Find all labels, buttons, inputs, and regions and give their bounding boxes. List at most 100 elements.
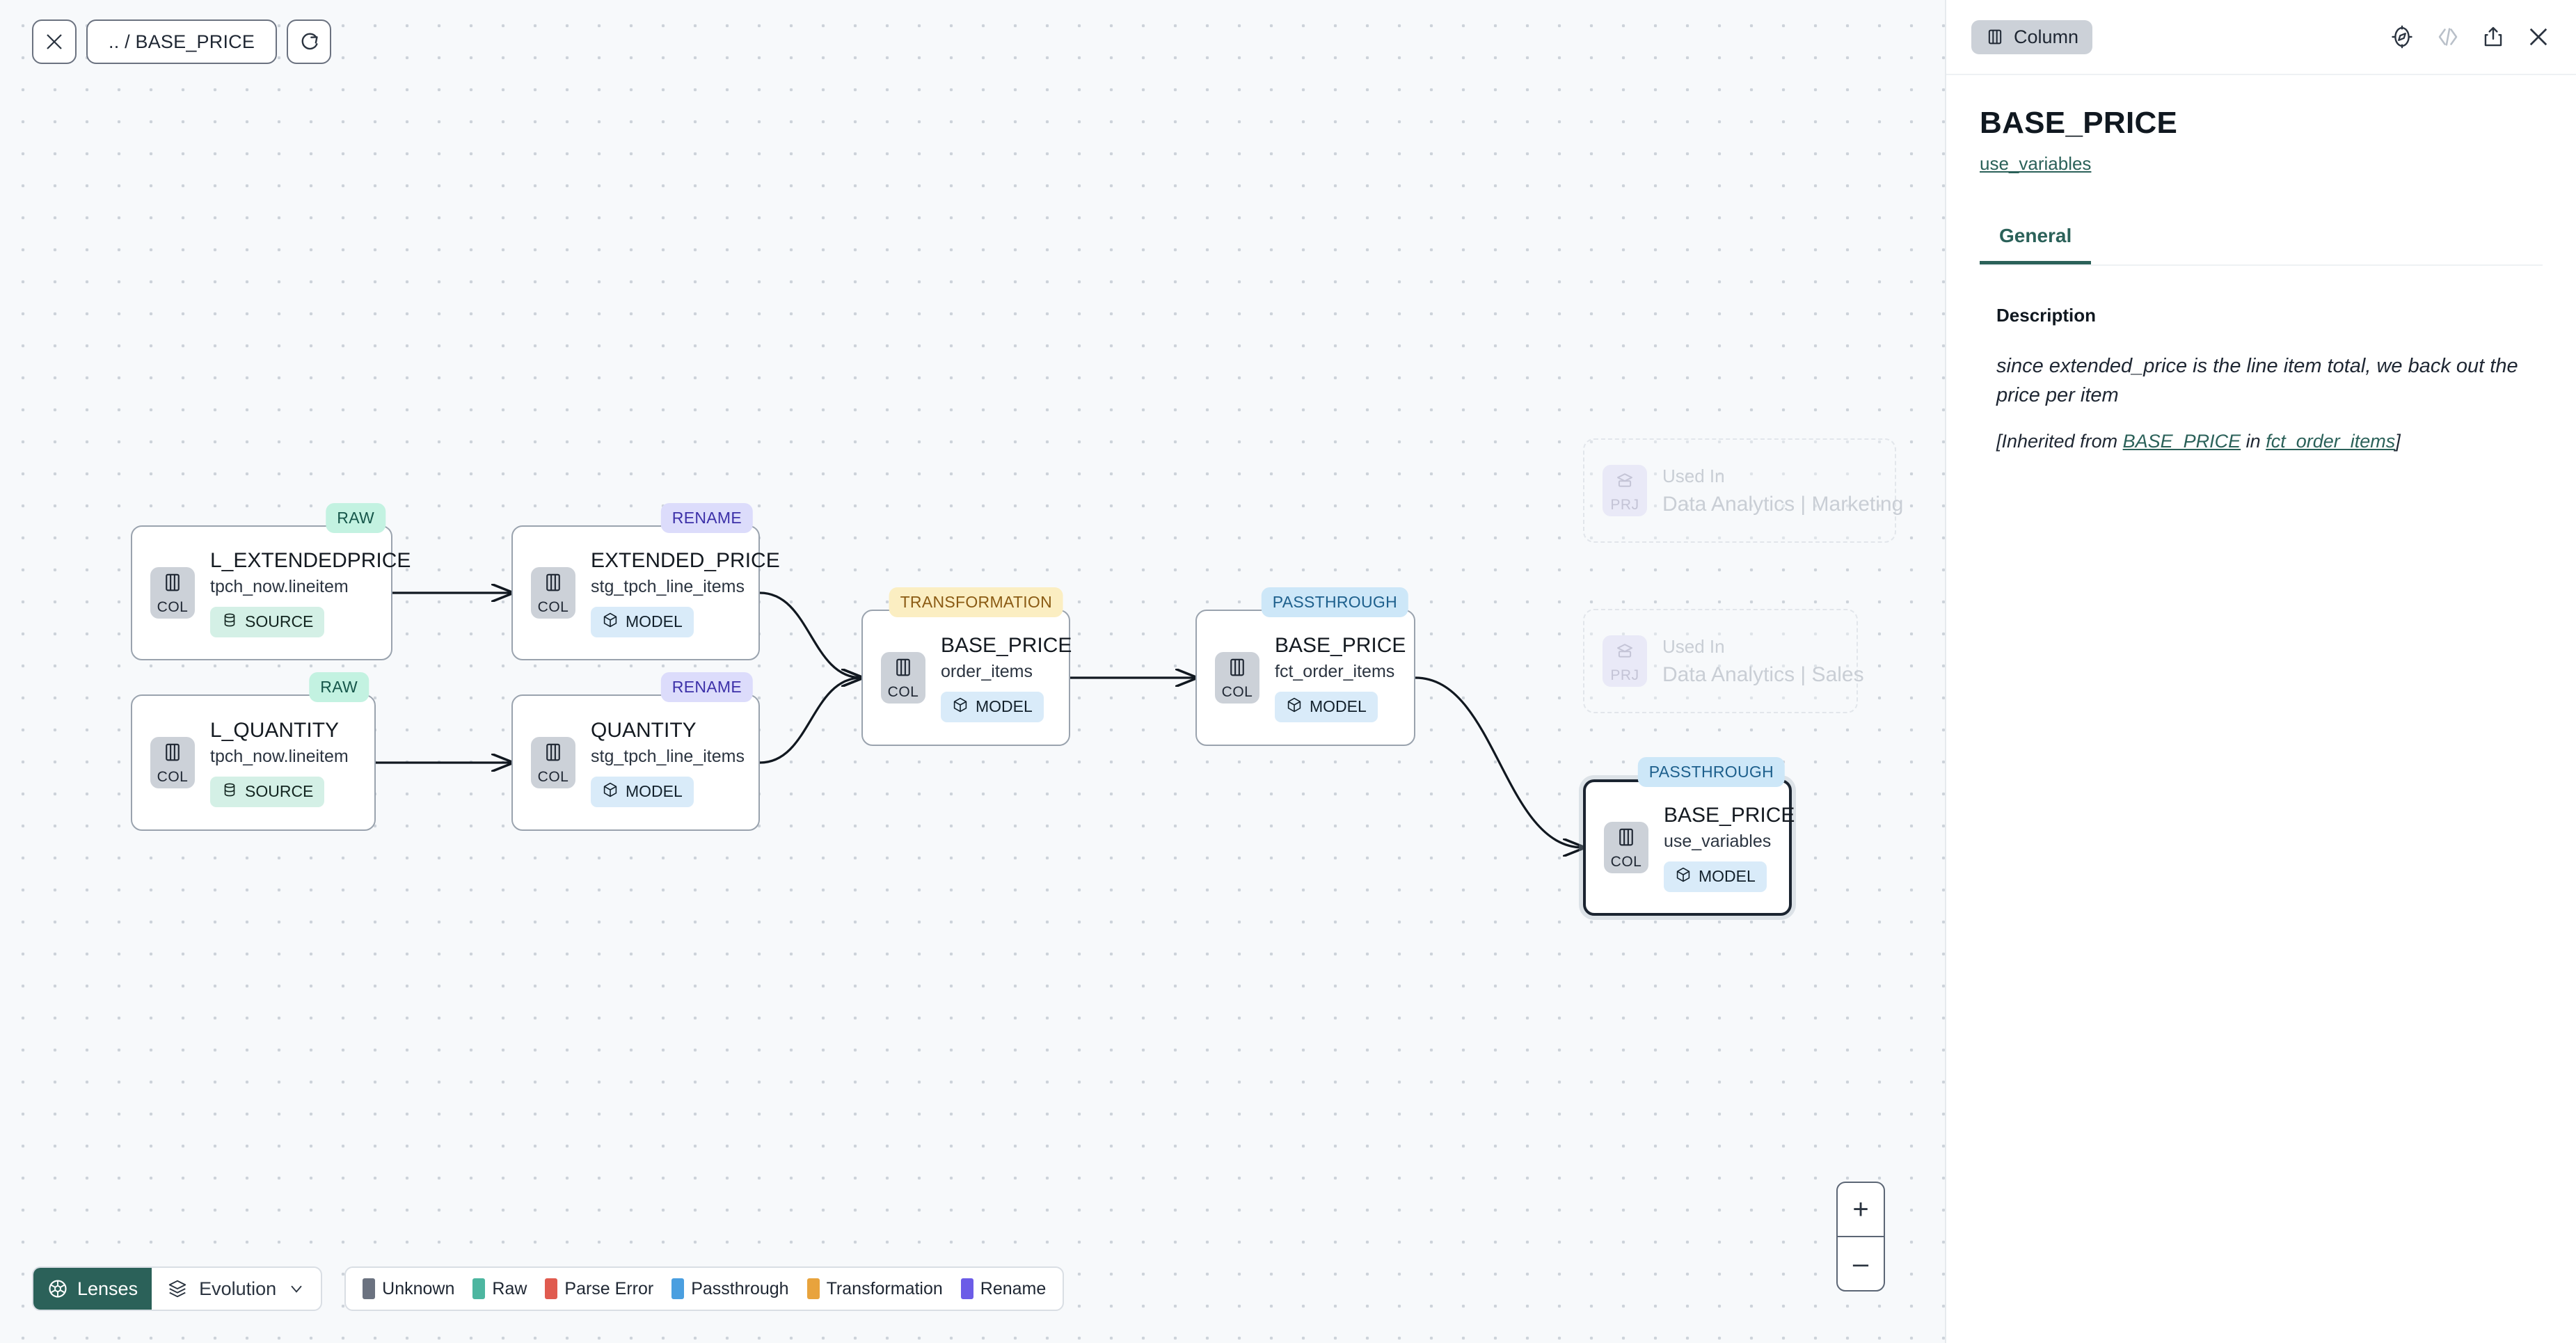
project-icon (1614, 639, 1635, 666)
share-upload-icon[interactable] (2481, 25, 2505, 49)
column-type-label: COL (157, 768, 189, 785)
code-brackets-icon[interactable] (2435, 24, 2460, 49)
close-panel-icon[interactable] (2526, 24, 2551, 49)
node-badge-l_quantity: RAW (309, 672, 369, 702)
layers-icon (168, 1280, 186, 1298)
node-kind-pill: MODEL (1664, 861, 1767, 892)
project-type-label: PRJ (1610, 667, 1639, 683)
legend-label: Transformation (826, 1278, 943, 1298)
node-title: EXTENDED_PRICE (591, 548, 780, 572)
legend-item[interactable]: Raw (472, 1278, 527, 1299)
project-type-badge: PRJ (1603, 635, 1647, 687)
node-title: BASE_PRICE (1664, 803, 1795, 827)
lenses-button[interactable]: Lenses (33, 1268, 152, 1310)
parent-model-link[interactable]: use_variables (1980, 153, 2092, 174)
legend-label: Raw (492, 1278, 527, 1298)
project-type-badge: PRJ (1603, 465, 1647, 516)
node-badge-base_price_use_variables: PASSTHROUGH (1637, 757, 1785, 787)
node-kind-pill: SOURCE (210, 606, 325, 637)
chevron-down-icon (291, 1285, 302, 1293)
legend-item[interactable]: Rename (960, 1278, 1047, 1299)
ghost-node-used-in-sales[interactable]: PRJ Used In Data Analytics | Sales (1583, 609, 1864, 713)
close-lineage-button[interactable] (32, 19, 77, 64)
inherited-prefix: [Inherited from (1996, 431, 2123, 452)
page-title: BASE_PRICE (1980, 106, 2178, 140)
column-icon (162, 571, 183, 598)
legend-label: Unknown (382, 1278, 455, 1298)
inherited-model-link[interactable]: fct_order_items (2266, 431, 2396, 452)
database-icon (221, 612, 238, 633)
close-x-icon (47, 34, 62, 49)
description-label: Description (1996, 305, 2097, 326)
legend-swatch (806, 1278, 820, 1299)
cube-icon (952, 697, 969, 717)
ghost-used-in-label: Used In (1662, 635, 1725, 657)
ghost-content: PRJ Used In Data Analytics | Sales (1584, 635, 1882, 687)
node-subtitle: stg_tpch_line_items (591, 576, 745, 596)
description-text: since extended_price is the line item to… (1996, 355, 2518, 407)
node-kind-label: MODEL (626, 782, 683, 800)
zoom-divider (1838, 1236, 1884, 1237)
evolution-label: Evolution (199, 1278, 277, 1299)
cube-icon (1675, 866, 1692, 887)
legend-item[interactable]: Passthrough (671, 1278, 789, 1299)
refresh-icon (301, 33, 318, 50)
node-title: BASE_PRICE (1275, 633, 1406, 657)
details-panel-header: Column (1946, 0, 2576, 75)
aperture-icon (49, 1280, 67, 1298)
column-type-label: COL (887, 683, 919, 700)
column-type-badge: COL (531, 737, 575, 788)
legend-swatch (363, 1278, 376, 1299)
zoom-in-button[interactable]: + (1852, 1193, 1869, 1225)
description-section: Description since extended_price is the … (1980, 266, 2543, 452)
lenses-group: Lenses Evolution (32, 1266, 323, 1311)
ghost-project-name: Data Analytics | Sales (1662, 662, 1864, 686)
tab-general[interactable]: General (1980, 225, 2092, 264)
legend-label: Rename (980, 1278, 1047, 1298)
column-type-badge: COL (881, 652, 925, 704)
node-kind-label: SOURCE (245, 782, 314, 800)
node-title: L_EXTENDEDPRICE (210, 548, 411, 572)
compass-icon[interactable] (2390, 24, 2415, 49)
canvas-bottom-bar: Lenses Evolution Unknown Raw Parse Error Pa… (32, 1266, 1065, 1311)
breadcrumb[interactable]: .. / BASE_PRICE (86, 19, 278, 64)
inherited-column-link[interactable]: BASE_PRICE (2122, 431, 2241, 452)
node-kind-pill: SOURCE (210, 776, 325, 807)
legend-item[interactable]: Parse Error (545, 1278, 653, 1299)
ghost-project-name: Data Analytics | Marketing (1662, 492, 1904, 516)
inherited-mid: in (2241, 431, 2266, 452)
legend-label: Passthrough (691, 1278, 789, 1298)
column-type-label: COL (157, 598, 189, 615)
legend-item[interactable]: Unknown (363, 1278, 454, 1299)
evolution-dropdown[interactable]: Evolution (152, 1268, 321, 1310)
panel-tabs: General (1980, 225, 2543, 266)
column-type-badge: COL (531, 567, 575, 619)
entity-kind-chip: Column (1971, 19, 2093, 54)
project-type-label: PRJ (1610, 496, 1639, 513)
zoom-out-button[interactable]: – (1852, 1248, 1869, 1279)
refresh-button[interactable] (287, 19, 332, 64)
node-subtitle: tpch_now.lineitem (210, 576, 349, 596)
node-subtitle: use_variables (1664, 831, 1772, 851)
legend-swatch (671, 1278, 685, 1299)
node-kind-label: MODEL (976, 697, 1033, 715)
legend-item[interactable]: Transformation (806, 1278, 943, 1299)
